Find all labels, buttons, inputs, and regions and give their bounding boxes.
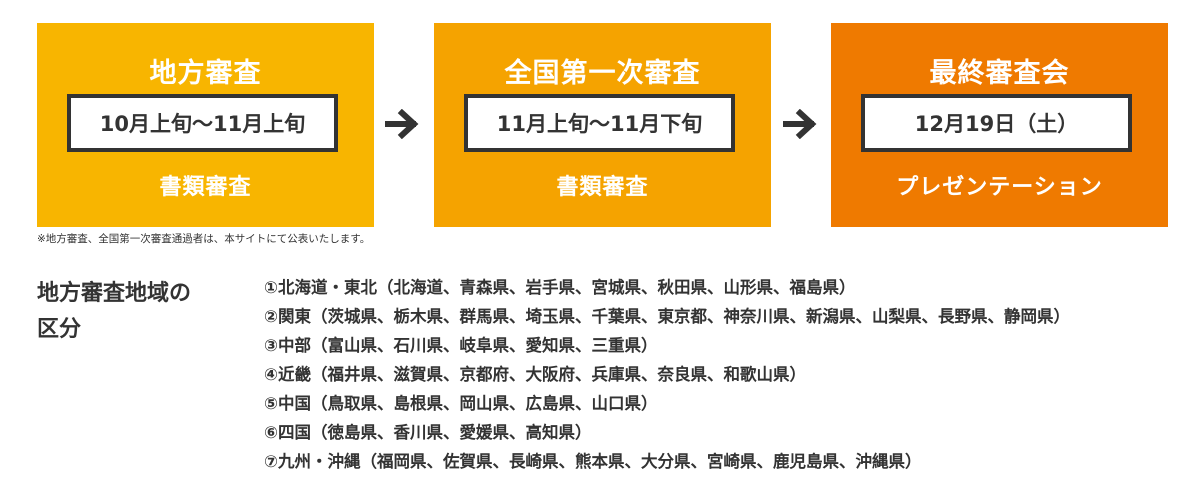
stage-date-box: 10月上旬〜11月上旬 (67, 94, 338, 152)
region-heading-line: 区分 (37, 317, 82, 342)
region-item: ⑦九州・沖縄（福岡県、佐賀県、長崎県、熊本県、大分県、宮崎県、鹿児島県、沖縄県） (264, 452, 922, 471)
region-item: ①北海道・東北（北海道、青森県、岩手県、宮城県、秋田県、山形県、福島県） (264, 278, 856, 297)
stage-date-box: 11月上旬〜11月下旬 (464, 94, 735, 152)
stage-card-final: 最終審査会 12月19日（土） プレゼンテーション (831, 23, 1168, 227)
stage-title: 地方審査 (149, 58, 262, 89)
announcement-note: ※地方審査、全国第一次審査通過者は、本サイトにて公表いたします。 (37, 233, 371, 245)
stage-title: 全国第一次審査 (504, 58, 701, 89)
stage-date: 10月上旬〜11月上旬 (99, 112, 306, 136)
region-item: ④近畿（福井県、滋賀県、京都府、大阪府、兵庫県、奈良県、和歌山県） (264, 365, 806, 384)
stage-subtitle: 書類審査 (556, 175, 649, 200)
stage-date: 11月上旬〜11月下旬 (496, 112, 703, 136)
stage-date: 12月19日（土） (914, 112, 1079, 136)
stage-subtitle: プレゼンテーション (896, 175, 1103, 200)
stage-date-box: 12月19日（土） (861, 94, 1132, 152)
stage-title: 最終審査会 (929, 58, 1070, 89)
region-heading-line: 地方審査地域の (37, 281, 192, 306)
stage-card-national-first: 全国第一次審査 11月上旬〜11月下旬 書類審査 (434, 23, 771, 227)
stage-card-regional: 地方審査 10月上旬〜11月上旬 書類審査 (37, 23, 374, 227)
region-item: ⑤中国（鳥取県、島根県、岡山県、広島県、山口県） (264, 394, 658, 413)
region-list: ①北海道・東北（北海道、青森県、岩手県、宮城県、秋田県、山形県、福島県） ②関東… (264, 273, 1164, 476)
region-item: ③中部（富山県、石川県、岐阜県、愛知県、三重県） (264, 336, 658, 355)
arrow-right-icon (385, 109, 419, 139)
arrow-right-icon (783, 109, 817, 139)
region-item: ②関東（茨城県、栃木県、群馬県、埼玉県、千葉県、東京都、神奈川県、新潟県、山梨県… (264, 307, 1070, 326)
stage-subtitle: 書類審査 (159, 175, 252, 200)
region-item: ⑥四国（徳島県、香川県、愛媛県、高知県） (264, 423, 592, 442)
region-section-heading: 地方審査地域の 区分 (37, 276, 237, 348)
